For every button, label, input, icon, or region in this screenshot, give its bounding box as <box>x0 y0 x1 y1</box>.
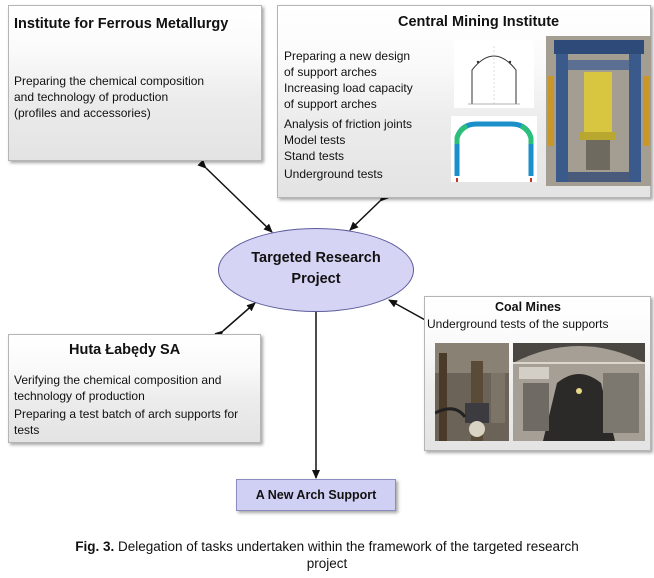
mining-task-4: of support arches <box>284 97 377 111</box>
huta-task-4: tests <box>14 423 40 437</box>
press-test-stand-photo-icon <box>546 36 651 186</box>
ferrous-institute-box: Institute for Ferrous Metallurgy Prepari… <box>8 5 262 161</box>
mining-task-1: Preparing a new design <box>284 49 411 63</box>
mining-institute-title: Central Mining Institute <box>398 14 560 30</box>
caption-figure-number: Fig. 3. <box>75 539 115 554</box>
arrow-mining-center <box>349 192 389 231</box>
center-line-2: Project <box>291 271 341 287</box>
mining-task-8: Underground tests <box>284 167 383 181</box>
mining-institute-box: Central Mining Institute Preparing a new… <box>277 5 651 198</box>
figure-caption: Fig. 3. Delegation of tasks undertaken w… <box>0 538 654 572</box>
ferrous-task-3: (profiles and accessories) <box>14 106 151 120</box>
coal-mines-box: Coal Mines Underground tests of the supp… <box>424 296 651 451</box>
huta-task-1: Verifying the chemical composition and <box>14 373 222 387</box>
coal-mines-task: Underground tests of the supports <box>427 317 609 331</box>
center-line-1: Targeted Research <box>251 250 381 266</box>
huta-labedy-box: Huta Łabędy SA Verifying the chemical co… <box>8 334 261 443</box>
mining-task-2: of support arches <box>284 65 377 79</box>
mining-task-3: Increasing load capacity <box>284 81 413 95</box>
mine-roadway-photo-icon <box>513 343 645 441</box>
mining-task-5: Analysis of friction joints <box>284 117 413 131</box>
arrow-ferrous-center <box>197 159 273 233</box>
caption-line-1: Fig. 3. Delegation of tasks undertaken w… <box>0 538 654 555</box>
ferrous-task-2: and technology of production <box>14 90 169 104</box>
caption-text: Delegation of tasks undertaken within th… <box>114 539 579 554</box>
ferrous-institute-title: Institute for Ferrous Metallurgy <box>14 16 229 32</box>
targeted-research-project-node: Targeted Research Project <box>218 228 414 312</box>
new-arch-support-box: A New Arch Support <box>236 479 396 511</box>
mining-task-6: Model tests <box>284 133 346 147</box>
huta-task-2: technology of production <box>14 389 145 403</box>
coal-mines-title: Coal Mines <box>495 300 561 314</box>
caption-line-2: project <box>306 556 348 571</box>
arrow-coal-center <box>388 299 436 329</box>
arrow-huta-center <box>214 302 256 340</box>
mining-task-7: Stand tests <box>284 149 345 163</box>
ferrous-task-1: Preparing the chemical composition <box>14 74 205 88</box>
arch-profile-drawing-icon <box>454 40 534 108</box>
targeted-research-project-label: Targeted Research Project <box>219 248 413 290</box>
mine-tunnel-photo-icon <box>435 343 509 441</box>
huta-task-3: Preparing a test batch of arch supports … <box>14 407 239 421</box>
arch-fem-model-icon <box>451 116 537 182</box>
huta-labedy-title: Huta Łabędy SA <box>69 342 181 358</box>
